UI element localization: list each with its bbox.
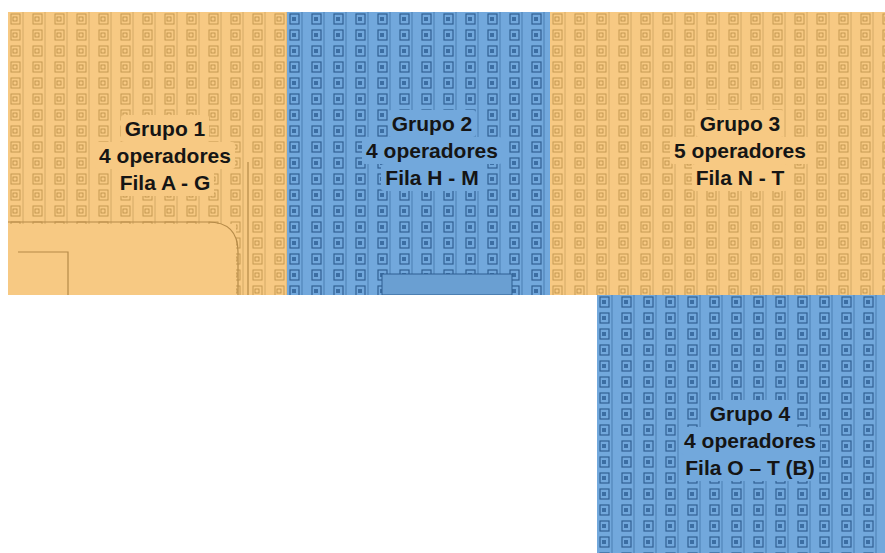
region-label: Grupo 14 operadoresFila A - G (95, 115, 235, 196)
label-line: Grupo 4 (706, 400, 795, 427)
label-row: Fila O – T (B) (680, 454, 820, 481)
label-row: Grupo 3 (670, 110, 810, 137)
label-line: Fila H - M (381, 164, 482, 191)
label-line: 4 operadores (680, 427, 820, 454)
region-label: Grupo 24 operadoresFila H - M (362, 110, 502, 191)
label-row: Grupo 2 (362, 110, 502, 137)
label-row: 4 operadores (362, 137, 502, 164)
label-row: Grupo 1 (95, 115, 235, 142)
label-line: Fila N - T (692, 164, 789, 191)
label-row: Fila H - M (362, 164, 502, 191)
zone-region: Grupo 14 operadoresFila A - G (8, 12, 287, 295)
label-row: Fila N - T (670, 164, 810, 191)
label-line: Grupo 2 (388, 110, 477, 137)
label-row: 5 operadores (670, 137, 810, 164)
label-line: Grupo 1 (121, 115, 210, 142)
label-row: Grupo 4 (680, 400, 820, 427)
label-line: Fila A - G (116, 169, 215, 196)
label-line: 5 operadores (670, 137, 810, 164)
zone-region: Grupo 35 operadoresFila N - T (550, 12, 885, 295)
label-line: Grupo 3 (696, 110, 785, 137)
label-line: Fila O – T (B) (681, 454, 819, 481)
region-label: Grupo 35 operadoresFila N - T (670, 110, 810, 191)
zone-region: Grupo 24 operadoresFila H - M (287, 12, 550, 295)
zone-region: Grupo 44 operadoresFila O – T (B) (597, 295, 885, 553)
label-line: 4 operadores (95, 142, 235, 169)
label-row: Fila A - G (95, 169, 235, 196)
label-line: 4 operadores (362, 137, 502, 164)
region-label: Grupo 44 operadoresFila O – T (B) (680, 400, 820, 481)
label-row: 4 operadores (95, 142, 235, 169)
label-row: 4 operadores (680, 427, 820, 454)
